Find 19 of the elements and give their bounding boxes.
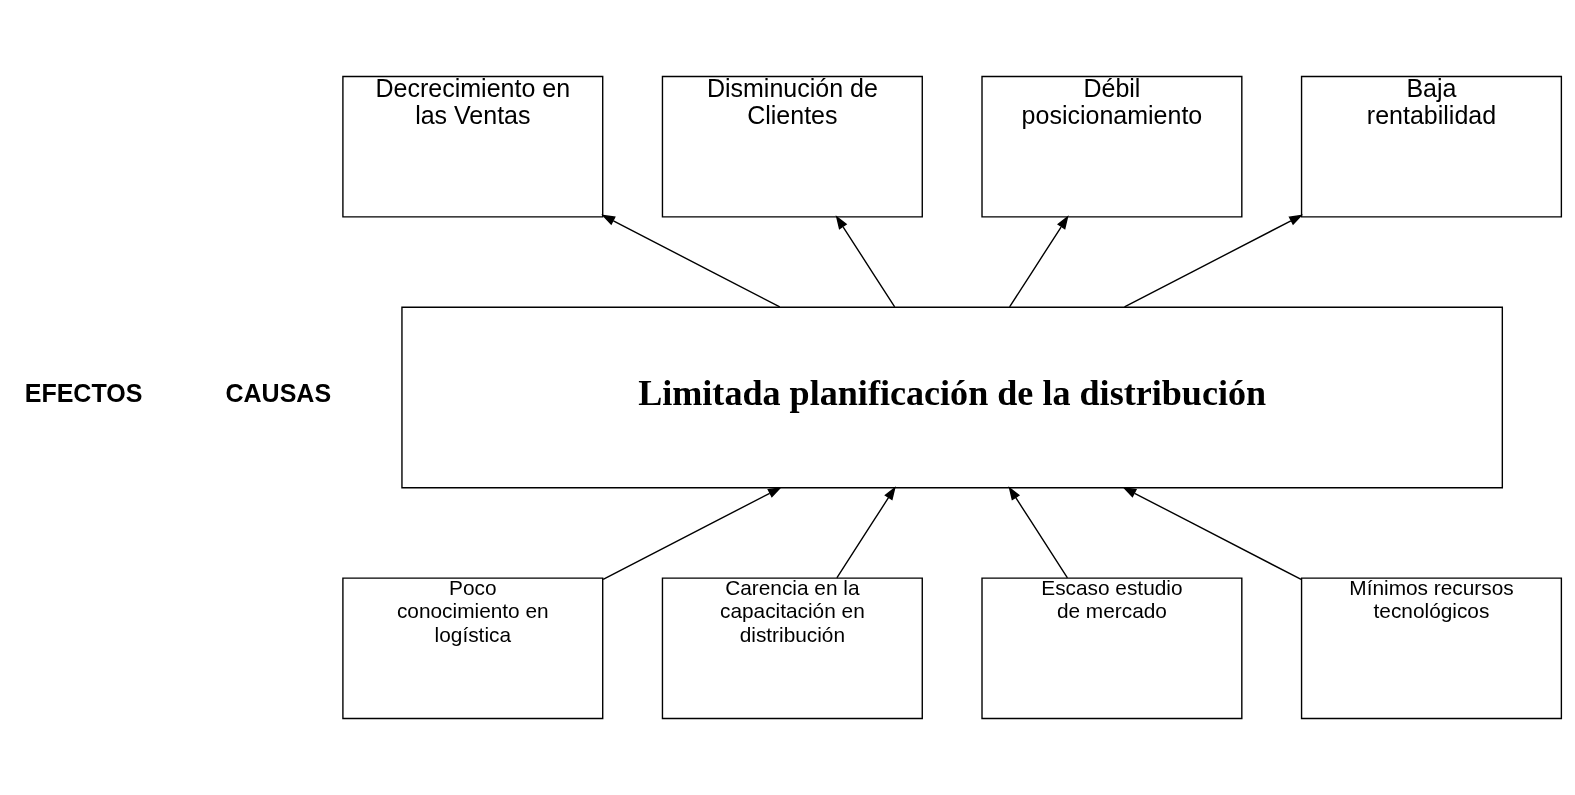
node-box: Escaso estudio de mercado [981, 577, 1243, 720]
arrow [1008, 215, 1069, 308]
arrow [835, 215, 896, 308]
arrow [601, 214, 781, 308]
node-box: Carencia en la capacitación en distribución [661, 577, 923, 720]
label: CAUSAS [225, 379, 332, 408]
node-box: Limitada planificación de la distribución [401, 306, 1504, 489]
arrow [602, 487, 782, 581]
arrow [836, 486, 896, 579]
node-box: Débil posicionamiento [981, 75, 1243, 218]
node-box: Mínimos recursos tecnológicos [1300, 577, 1563, 720]
arrow [1123, 214, 1304, 308]
node-box: Disminución de Clientes [661, 75, 923, 218]
arrow [1008, 486, 1069, 579]
node-box: Poco conocimiento en logística [342, 577, 604, 720]
node-box: Baja rentabilidad [1300, 75, 1563, 218]
node-box: Decrecimiento en las Ventas [342, 75, 604, 218]
arrow [1122, 487, 1302, 581]
label: EFECTOS [24, 379, 143, 408]
